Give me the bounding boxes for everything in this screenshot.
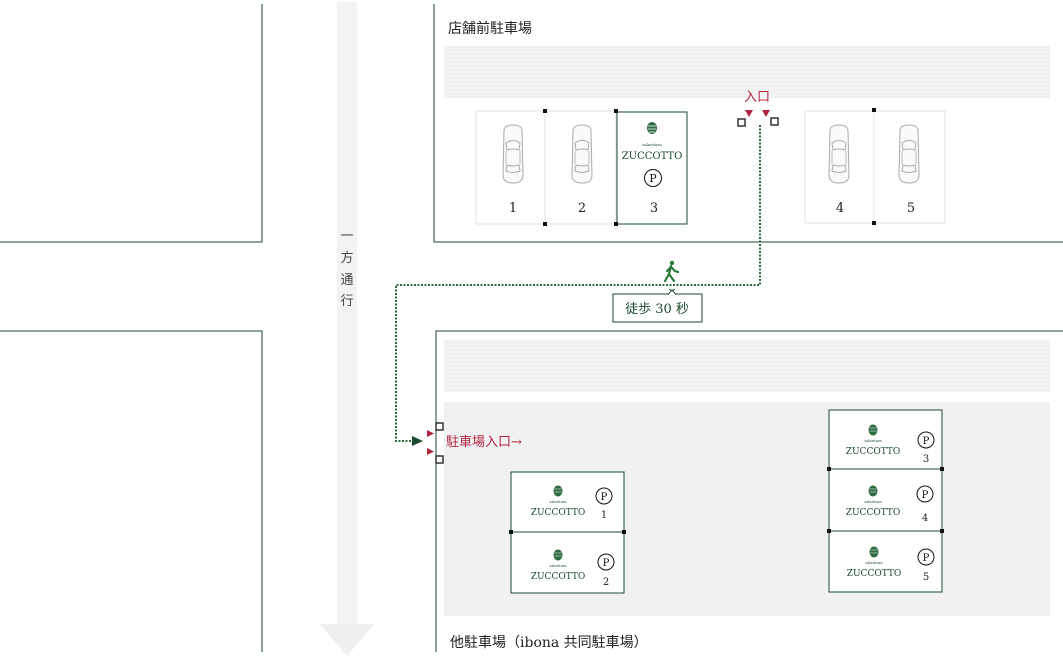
front-space-number: 1 bbox=[509, 201, 517, 216]
one-way-char-1: 一 bbox=[340, 229, 353, 244]
other-parking-lot: 駐車場入口→ salaritara ZUCCOTTO P 1 salaritar… bbox=[427, 330, 1063, 652]
car-top-view-icon bbox=[502, 124, 524, 184]
brand-small-text: salaritara bbox=[864, 439, 881, 443]
brand-name: ZUCCOTTO bbox=[846, 447, 901, 457]
other-space-number: 2 bbox=[603, 577, 609, 588]
front-space-number: 3 bbox=[650, 201, 658, 216]
svg-text:P: P bbox=[649, 172, 657, 185]
brand-small-text: salaritara bbox=[642, 142, 662, 147]
front-space-number: 5 bbox=[907, 201, 915, 216]
svg-text:P: P bbox=[603, 558, 610, 569]
block-outline-bottom-left bbox=[0, 330, 263, 652]
brand-name: ZUCCOTTO bbox=[531, 508, 586, 518]
brand-name: ZUCCOTTO bbox=[622, 151, 683, 162]
entrance-marker-icon bbox=[737, 110, 779, 127]
one-way-char-4: 行 bbox=[340, 294, 353, 309]
front-lot-striped-area bbox=[444, 46, 1050, 98]
front-space-number: 2 bbox=[578, 201, 586, 216]
front-entrance-label: 入口 bbox=[744, 90, 770, 105]
other-space-number: 1 bbox=[601, 510, 607, 521]
front-lot-title: 店舗前駐車場 bbox=[448, 20, 532, 37]
walking-person-icon bbox=[663, 260, 680, 283]
brand-small-text: salaritara bbox=[549, 500, 566, 504]
other-space-number: 4 bbox=[922, 513, 928, 524]
parking-circle-icon: P bbox=[595, 487, 613, 505]
svg-text:P: P bbox=[922, 490, 929, 501]
brand-small-text: salaritara bbox=[549, 564, 566, 568]
parking-circle-icon: P bbox=[597, 553, 615, 571]
brand-logo-icon bbox=[869, 546, 879, 558]
one-way-char-2: 方 bbox=[340, 250, 353, 266]
one-way-char-3: 通 bbox=[340, 273, 353, 288]
brand-small-text: salaritara bbox=[865, 561, 882, 565]
parking-circle-icon: P bbox=[917, 431, 935, 449]
other-lot-striped-area bbox=[444, 340, 1050, 392]
parking-circle-icon: P bbox=[917, 548, 935, 566]
front-space-number: 4 bbox=[836, 201, 844, 216]
brand-logo-icon bbox=[647, 122, 657, 134]
parking-circle-icon: P bbox=[644, 169, 662, 187]
brand-small-text: salaritara bbox=[864, 500, 881, 504]
other-lot-title: 他駐車場（ibona 共同駐車場） bbox=[450, 634, 648, 651]
brand-name: ZUCCOTTO bbox=[846, 508, 901, 518]
brand-name: ZUCCOTTO bbox=[531, 572, 586, 582]
walk-time-box bbox=[612, 293, 703, 323]
brand-logo-icon bbox=[868, 424, 878, 436]
car-top-view-icon bbox=[898, 124, 920, 184]
brand-logo-icon bbox=[553, 549, 563, 561]
brand-logo-icon bbox=[553, 485, 563, 497]
other-space-number: 5 bbox=[923, 572, 929, 583]
svg-text:P: P bbox=[923, 553, 930, 564]
front-parking-lot: 店舗前駐車場 bbox=[433, 4, 1063, 243]
other-space-number: 3 bbox=[923, 454, 929, 465]
one-way-road: 一 方 通 行 bbox=[320, 2, 374, 656]
parking-circle-icon: P bbox=[916, 485, 934, 503]
car-top-view-icon bbox=[571, 124, 593, 184]
other-entrance-label: 駐車場入口→ bbox=[446, 435, 522, 450]
walk-time-label: 徒歩 30 秒 bbox=[625, 302, 689, 317]
svg-text:P: P bbox=[923, 436, 930, 447]
brand-name: ZUCCOTTO bbox=[847, 569, 902, 579]
svg-text:P: P bbox=[601, 492, 608, 503]
walk-route: 徒歩 30 秒 bbox=[395, 125, 761, 446]
car-top-view-icon bbox=[828, 124, 850, 184]
block-outline-top-left bbox=[0, 4, 263, 243]
brand-logo-icon bbox=[868, 485, 878, 497]
entrance-marker-icon bbox=[427, 422, 444, 464]
